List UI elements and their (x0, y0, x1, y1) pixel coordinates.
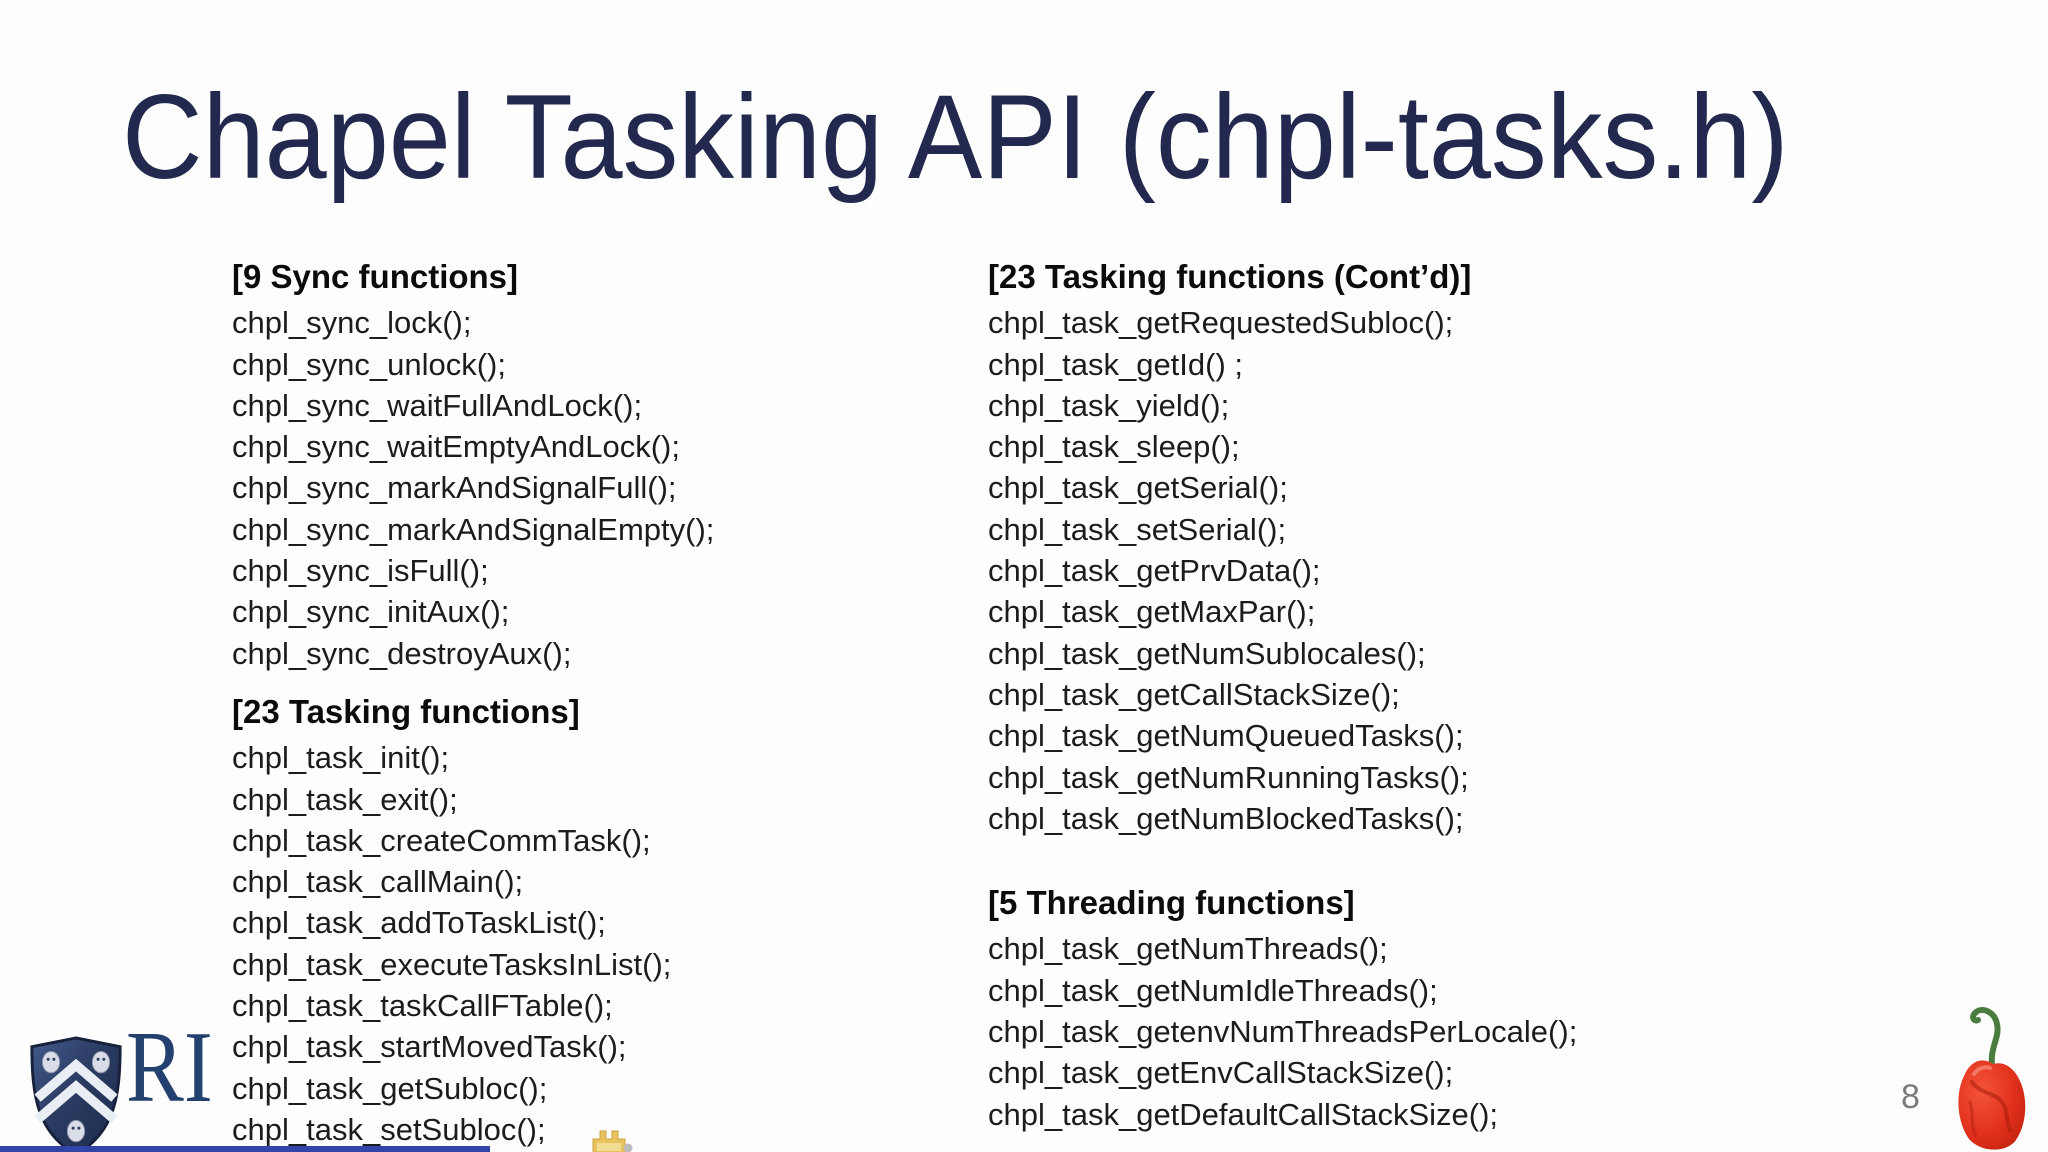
rice-shield-icon (30, 1036, 122, 1152)
function-item: chpl_task_callMain(); (232, 864, 524, 900)
section-heading: [5 Threading functions] (988, 884, 1355, 922)
function-item: chpl_sync_destroyAux(); (232, 635, 572, 671)
function-item: chpl_task_getenvNumThreadsPerLocale(); (988, 1014, 1578, 1050)
function-item: chpl_task_getRequestedSubloc(); (988, 305, 1454, 341)
function-item: chpl_task_getNumIdleThreads(); (988, 972, 1438, 1008)
section-heading: [23 Tasking functions] (232, 692, 580, 730)
function-item: chpl_sync_lock(); (232, 305, 472, 341)
function-item: chpl_sync_waitFullAndLock(); (232, 387, 643, 423)
function-section: [9 Sync functions] chpl_sync_lock(); chpl_… (232, 256, 714, 674)
function-item: chpl_sync_waitEmptyAndLock(); (232, 429, 680, 465)
function-item: chpl_task_getMaxPar(); (988, 594, 1316, 630)
function-item: chpl_task_getEnvCallStackSize(); (988, 1055, 1454, 1091)
section-heading: [23 Tasking functions (Cont’d)] (988, 258, 1472, 295)
function-item: chpl_task_startMovedTask(); (232, 1029, 627, 1065)
function-item: chpl_sync_initAux(); (232, 594, 510, 630)
right-function-column: [23 Tasking functions (Cont’d)] chpl_task… (988, 256, 1577, 1152)
function-section: [23 Tasking functions] chpl_task_init();c… (232, 691, 714, 1150)
function-item: chpl_task_getId() ; (988, 346, 1244, 382)
function-item: chpl_task_exit(); (232, 781, 458, 817)
function-item: chpl_task_setSerial(); (988, 511, 1287, 547)
function-item: chpl_sync_unlock(); (232, 346, 506, 382)
page-number: 8 (1901, 1078, 1920, 1116)
function-item: chpl_task_createCommTask(); (232, 822, 651, 858)
section-heading: [9 Sync functions] (232, 258, 519, 295)
function-item: chpl_task_getNumSublocales(); (988, 635, 1426, 671)
yellow-emoji-icon (592, 1130, 633, 1152)
function-item: chpl_sync_isFull(); (232, 553, 489, 589)
function-item: chpl_sync_markAndSignalFull(); (232, 470, 677, 506)
function-item: chpl_task_taskCallFTable(); (232, 988, 613, 1024)
function-item: chpl_task_getPrvData(); (988, 553, 1321, 589)
function-item: chpl_task_getNumRunningTasks(); (988, 759, 1469, 795)
rice-wordmark: RI (126, 1011, 213, 1124)
left-function-column: [9 Sync functions] chpl_sync_lock(); chpl_… (232, 256, 714, 1152)
function-item: chpl_task_yield(); (988, 387, 1230, 423)
function-section: [23 Tasking functions (Cont’d)] chpl_task… (988, 256, 1577, 839)
function-item: chpl_task_addToTaskList(); (232, 905, 606, 941)
function-item: chpl_task_sleep(); (988, 429, 1240, 465)
function-item: chpl_task_getNumThreads(); (988, 931, 1388, 967)
function-item: chpl_task_executeTasksInList(); (232, 946, 672, 982)
function-item: chpl_task_getDefaultCallStackSize(); (988, 1096, 1499, 1132)
function-item: chpl_task_init(); (232, 740, 450, 776)
slide-title: Chapel Tasking API (chpl-tasks.h) (122, 70, 1789, 204)
function-item: chpl_task_getSerial(); (988, 470, 1288, 506)
function-item: chpl_task_getSubloc(); (232, 1070, 548, 1106)
function-item: chpl_task_getCallStackSize(); (988, 676, 1400, 712)
function-item: chpl_task_getNumBlockedTasks(); (988, 800, 1464, 836)
function-item: chpl_task_getNumQueuedTasks(); (988, 718, 1464, 754)
function-section: [5 Threading functions] chpl_task_getNumT… (988, 882, 1577, 1135)
function-item: chpl_sync_markAndSignalEmpty(); (232, 511, 715, 547)
function-item: chpl_task_setSubloc(); (232, 1111, 546, 1147)
bottom-accent-bar (0, 1146, 490, 1152)
pepper-image (1958, 1007, 2026, 1150)
